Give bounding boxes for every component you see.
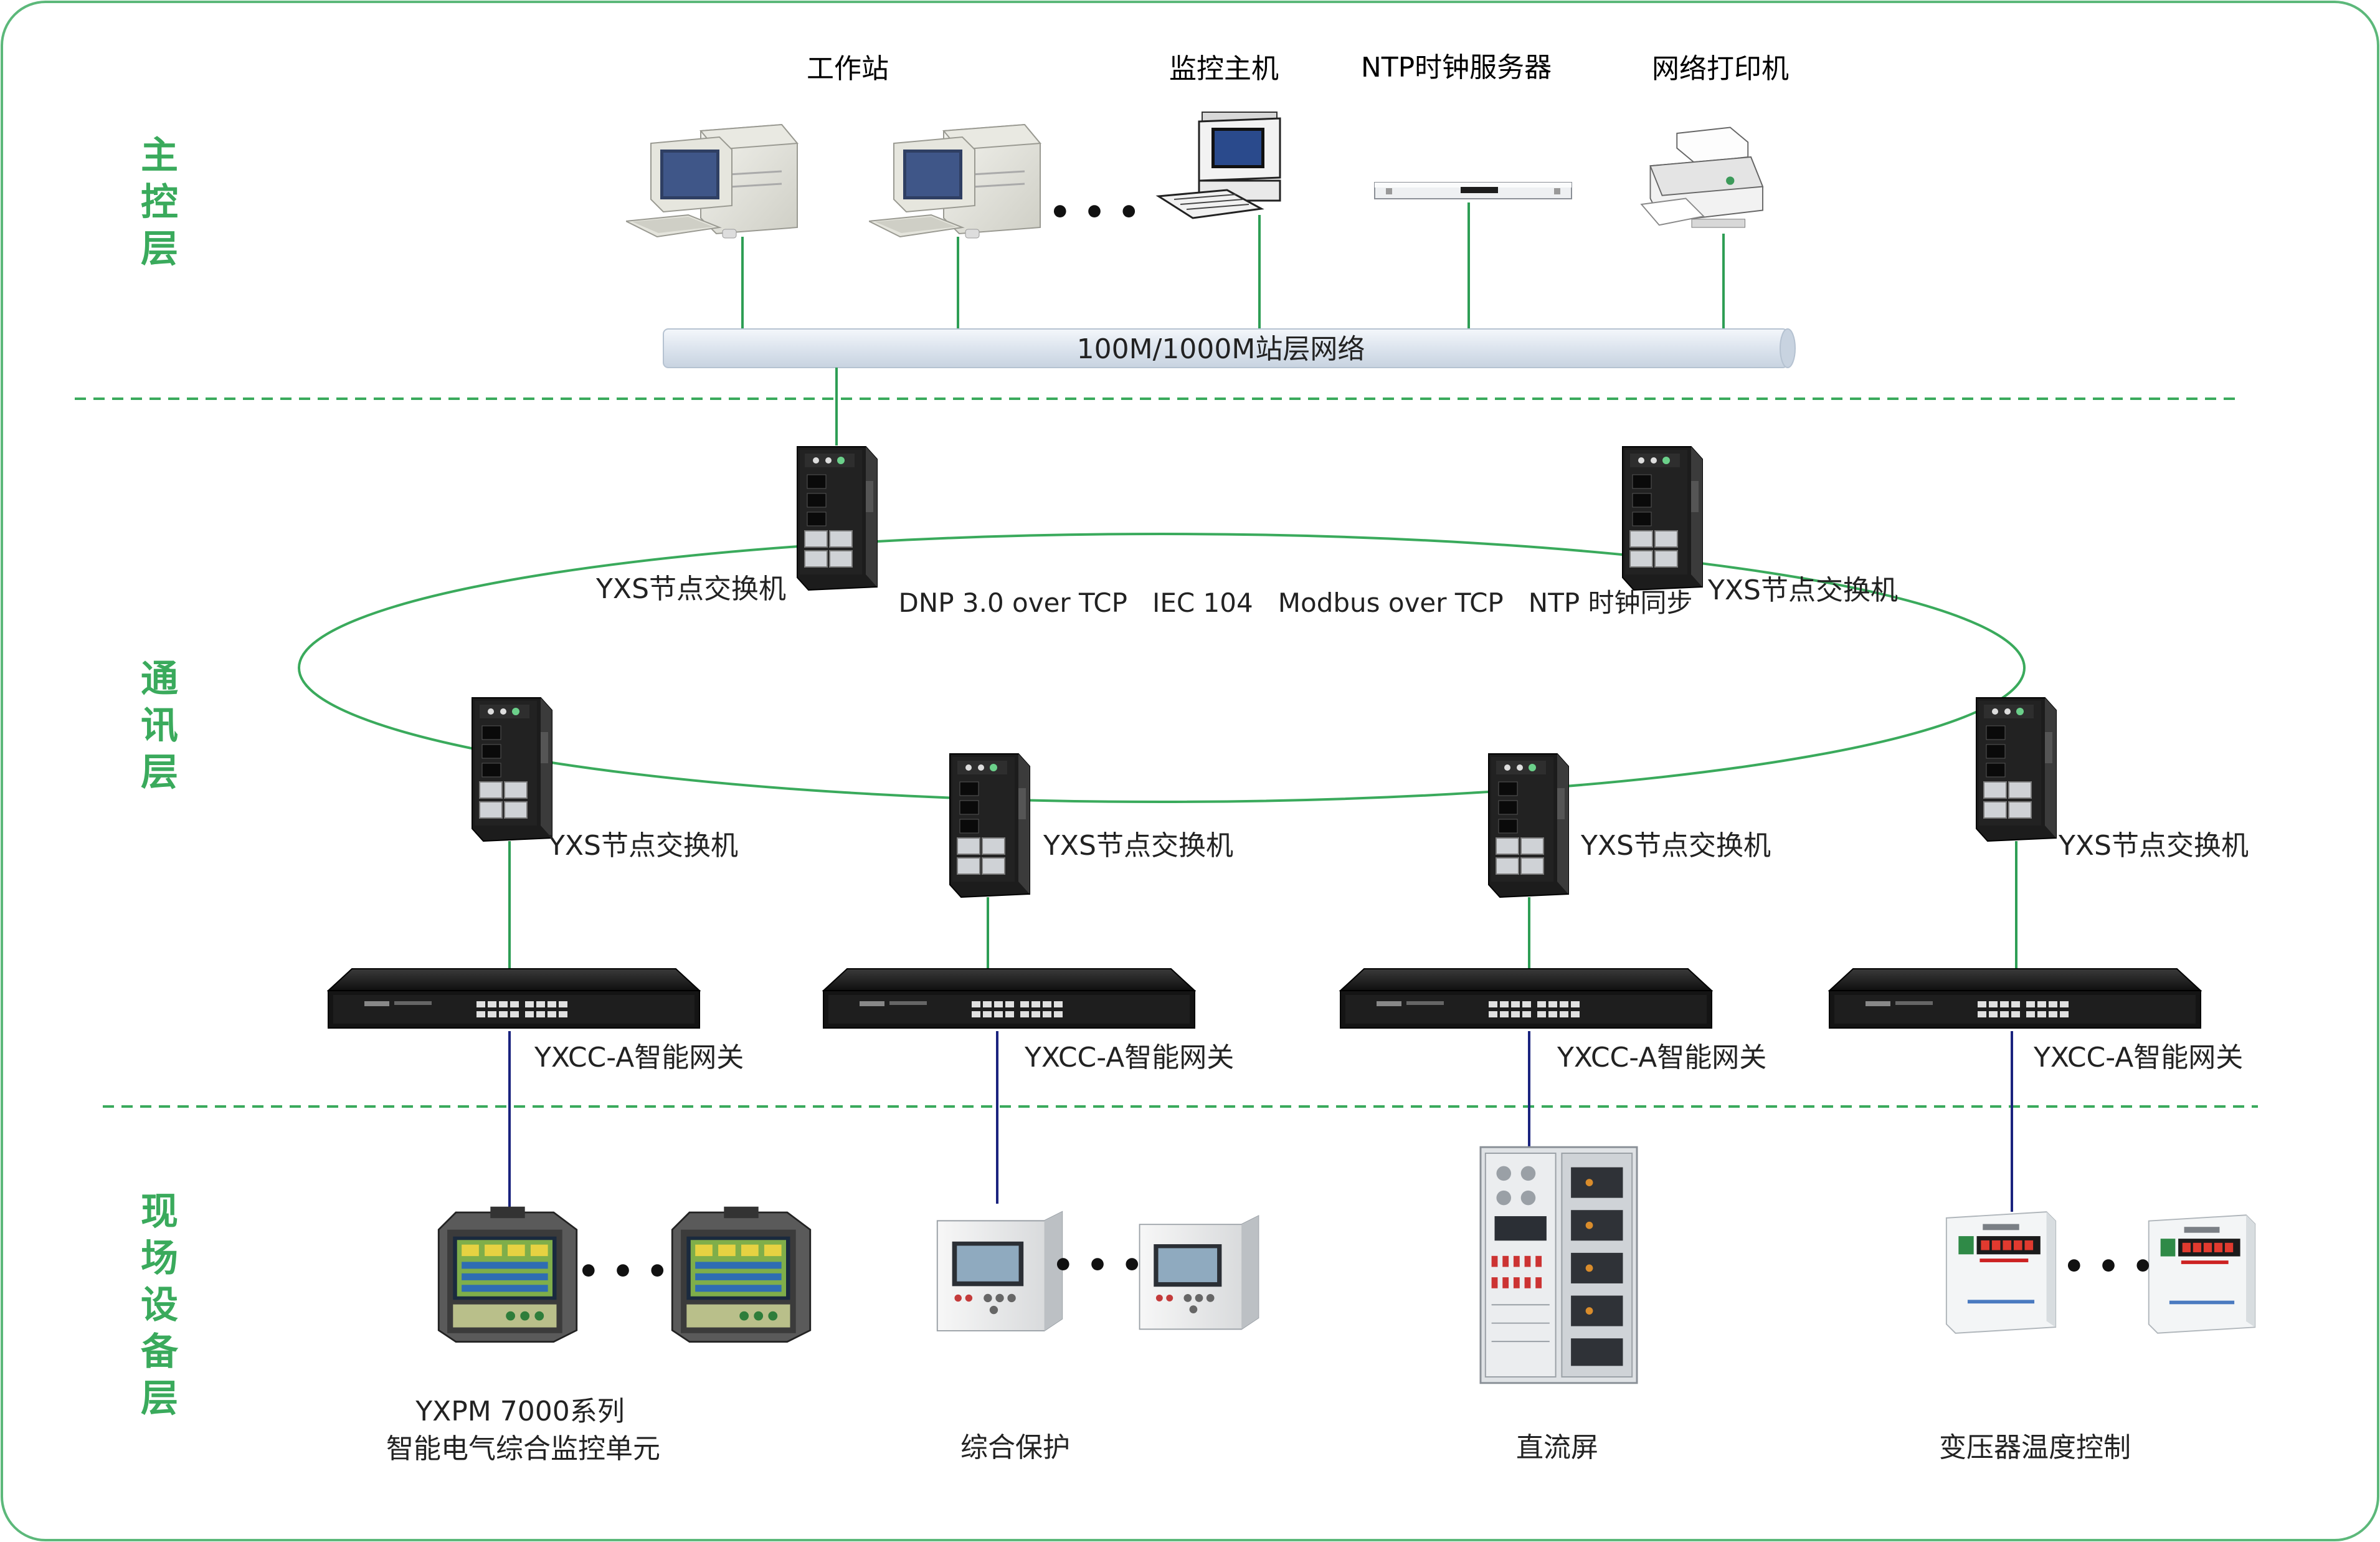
monitor-unit-label-line1: YXPM 7000系列 <box>415 1396 624 1427</box>
gateway-label-2: YXCC-A智能网关 <box>1024 1042 1234 1073</box>
switch-label-bottom-3: YXS节点交换机 <box>1580 830 1771 862</box>
gateway-3-icon <box>1340 968 1712 1029</box>
switch-label-top-left: YXS节点交换机 <box>595 573 786 605</box>
svg-text:控: 控 <box>141 181 178 224</box>
svg-text:层: 层 <box>141 227 178 271</box>
switch-bottom-1-icon <box>472 697 552 842</box>
gateway-label-4: YXCC-A智能网关 <box>2033 1042 2243 1073</box>
switch-label-top-right: YXS节点交换机 <box>1707 574 1898 606</box>
svg-text:讯: 讯 <box>141 704 178 748</box>
dc-panel-icon <box>1479 1146 1638 1384</box>
temp-controller-1-icon <box>1945 1211 2057 1334</box>
gateway-field-links <box>508 1031 2013 1212</box>
network-printer-label: 网络打印机 <box>1652 53 1789 85</box>
svg-text:备: 备 <box>141 1330 179 1374</box>
monitor-host-label: 监控主机 <box>1169 53 1279 85</box>
layer-label-top: 主 控 层 <box>141 134 178 271</box>
protection-1-icon <box>936 1211 1063 1331</box>
ring-network <box>298 533 2026 803</box>
gateway-4-icon <box>1829 968 2201 1029</box>
gateway-label-1: YXCC-A智能网关 <box>534 1042 744 1073</box>
field-ellipsis-1: • • • <box>577 1252 668 1292</box>
layer-label-bottom: 现 场 设 备 层 <box>141 1190 179 1421</box>
svg-text:层: 层 <box>141 1377 178 1421</box>
monitor-unit-2-icon <box>671 1206 812 1343</box>
printer-icon <box>1641 126 1763 229</box>
svg-text:层: 层 <box>141 751 178 794</box>
svg-text:通: 通 <box>141 657 178 701</box>
top-connectors <box>741 202 1725 330</box>
switch-gateway-links <box>508 841 2017 969</box>
switch-bottom-4-icon <box>1976 697 2057 842</box>
monitor-unit-label-line2: 智能电气综合监控单元 <box>386 1433 660 1465</box>
switch-top-left-icon <box>797 446 878 591</box>
top-ellipsis: • • • <box>1049 193 1140 233</box>
gateway-label-3: YXCC-A智能网关 <box>1557 1042 1766 1073</box>
temp-controller-2-icon <box>2148 1214 2256 1334</box>
dc-panel-label: 直流屏 <box>1516 1432 1598 1463</box>
ntp-server-label: NTP时钟服务器 <box>1361 52 1552 83</box>
ntp-server-icon <box>1374 182 1572 199</box>
switch-label-bottom-2: YXS节点交换机 <box>1043 830 1233 862</box>
layer-label-middle: 通 讯 层 <box>141 657 178 794</box>
switch-top-right-icon <box>1622 446 1703 591</box>
svg-text:主: 主 <box>141 134 178 178</box>
field-ellipsis-2: • • • <box>1052 1245 1143 1286</box>
gateway-2-icon <box>823 968 1195 1029</box>
switch-label-bottom-4: YXS节点交换机 <box>2058 830 2249 862</box>
monitor-host-icon <box>1157 111 1281 219</box>
protection-2-icon <box>1139 1215 1259 1330</box>
gateway-1-icon <box>328 968 700 1029</box>
monitor-unit-1-icon <box>437 1206 578 1343</box>
protection-label: 综合保护 <box>960 1432 1070 1463</box>
switch-label-bottom-1: YXS节点交换机 <box>548 830 738 862</box>
svg-text:设: 设 <box>141 1283 178 1327</box>
svg-text:场: 场 <box>141 1237 178 1280</box>
protocols-label: DNP 3.0 over TCP IEC 104 Modbus over TCP… <box>898 588 1692 618</box>
workstation-1-icon <box>626 123 799 239</box>
svg-text:现: 现 <box>141 1190 178 1234</box>
switch-bottom-3-icon <box>1488 753 1569 898</box>
station-bus-label: 100M/1000M站层网络 <box>1077 333 1365 365</box>
workstation-2-icon <box>869 123 1041 239</box>
transformer-temp-label: 变压器温度控制 <box>1939 1432 2131 1463</box>
workstation-label: 工作站 <box>807 53 889 85</box>
field-ellipsis-3: • • • <box>2063 1247 2154 1287</box>
switch-bottom-2-icon <box>949 753 1030 898</box>
